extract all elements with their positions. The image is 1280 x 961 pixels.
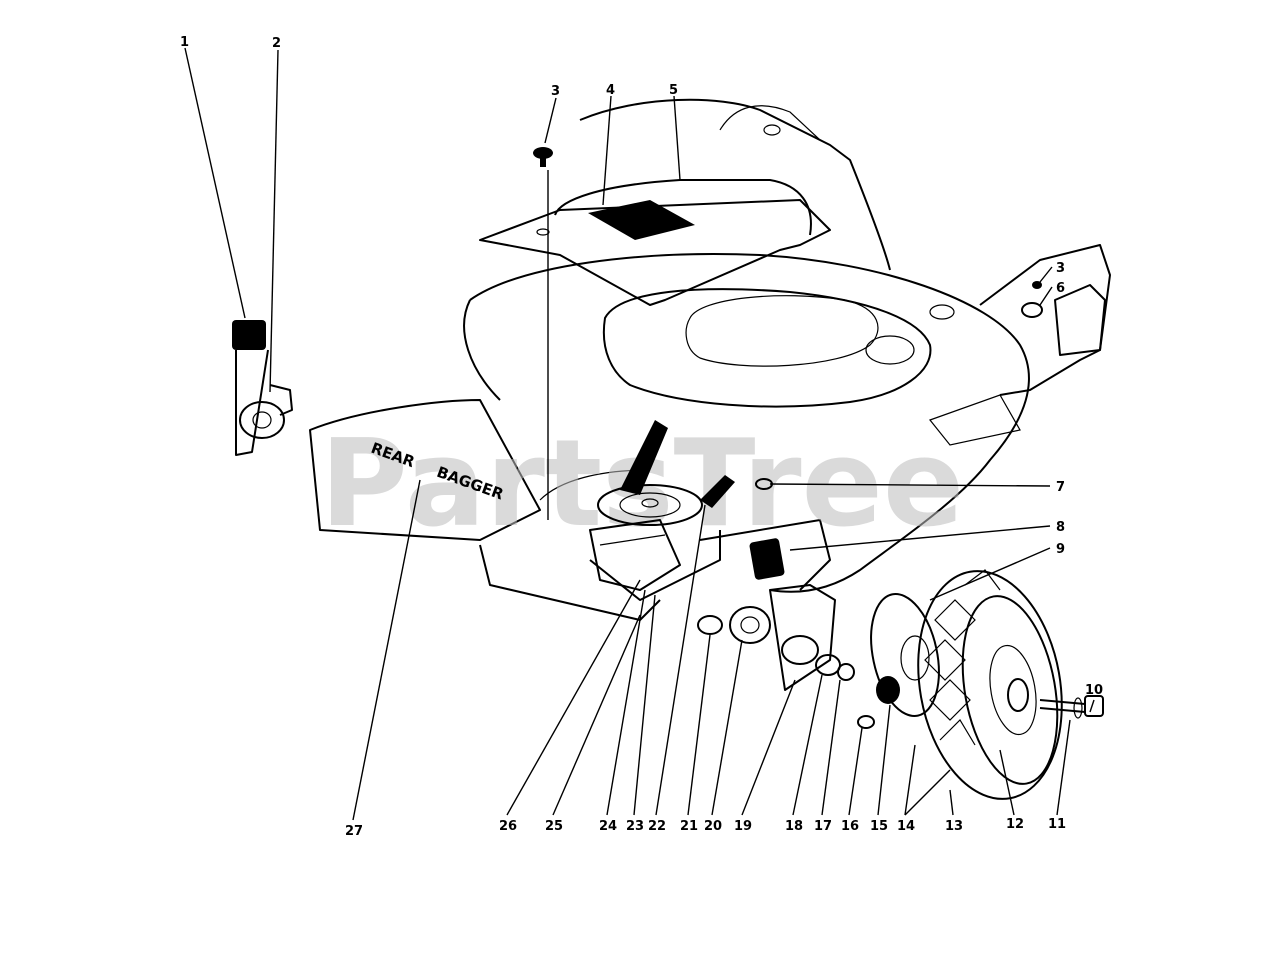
callout-7: 7 bbox=[1056, 480, 1065, 495]
drive-bracket bbox=[749, 538, 836, 691]
mower-deck-housing bbox=[309, 98, 1111, 621]
callout-11: 11 bbox=[1048, 817, 1066, 832]
callout-26: 26 bbox=[499, 819, 517, 834]
callout-17: 17 bbox=[814, 819, 832, 834]
callout-13: 13 bbox=[945, 819, 963, 834]
drive-belt bbox=[597, 420, 735, 526]
callout-1: 1 bbox=[180, 35, 189, 50]
cover-decal-plate bbox=[588, 200, 695, 240]
callout-25: 25 bbox=[545, 819, 563, 834]
axle-bolt bbox=[1039, 695, 1104, 719]
callout-8: 8 bbox=[1056, 520, 1065, 535]
callout-5: 5 bbox=[669, 83, 678, 98]
height-adjuster-lever bbox=[232, 320, 293, 456]
callout-6: 6 bbox=[1056, 281, 1065, 296]
callout-19: 19 bbox=[734, 819, 752, 834]
callout-24: 24 bbox=[599, 819, 617, 834]
axle-parts bbox=[697, 606, 875, 729]
callout-2: 2 bbox=[272, 36, 281, 51]
callout-10: 10 bbox=[1085, 683, 1103, 698]
callout-16: 16 bbox=[841, 819, 859, 834]
callout-14: 14 bbox=[897, 819, 915, 834]
callout-23: 23 bbox=[626, 819, 644, 834]
belt-cover bbox=[479, 179, 831, 306]
callout-27: 27 bbox=[345, 824, 363, 839]
screw-top bbox=[533, 147, 553, 167]
callout-3: 3 bbox=[551, 84, 560, 99]
screw-right bbox=[1032, 281, 1042, 289]
callout-15: 15 bbox=[870, 819, 888, 834]
callout-3-right: 3 bbox=[1056, 261, 1065, 276]
leader-lines bbox=[184, 47, 1095, 821]
callout-22: 22 bbox=[648, 819, 666, 834]
height-adjuster-bracket-right bbox=[1021, 284, 1106, 356]
callout-12: 12 bbox=[1006, 817, 1024, 832]
tire-tread-pattern bbox=[924, 569, 1001, 746]
wheel-gear bbox=[870, 592, 940, 718]
gear-housing bbox=[589, 519, 681, 591]
callout-labels: 1 2 3 4 5 3 6 7 8 9 10 11 12 13 14 15 16… bbox=[180, 35, 1103, 839]
wheel-tire bbox=[917, 569, 1063, 800]
callout-9: 9 bbox=[1056, 542, 1065, 557]
callout-4: 4 bbox=[606, 83, 615, 98]
callout-21: 21 bbox=[680, 819, 698, 834]
callout-18: 18 bbox=[785, 819, 803, 834]
callout-20: 20 bbox=[704, 819, 722, 834]
